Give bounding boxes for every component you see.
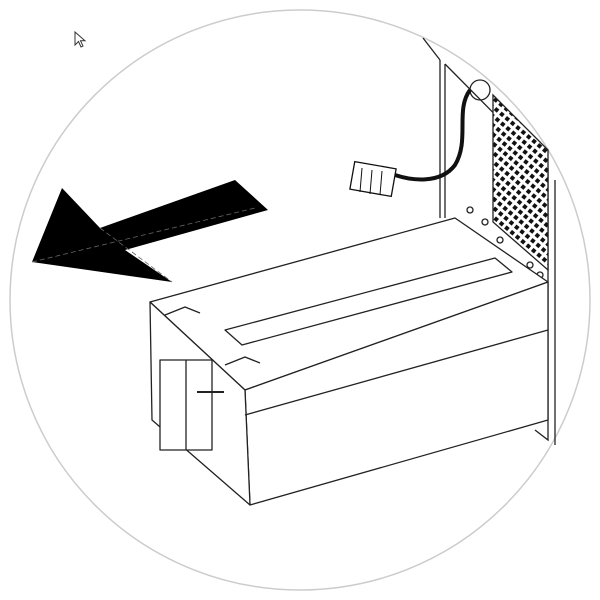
mouse-pointer-icon [74,31,87,48]
cabinet-wall [422,37,556,445]
battery-top-channel [224,257,513,346]
battery-module [149,217,549,506]
removal-arrow-icon [31,180,268,283]
vent-grille [492,93,549,272]
connector-cable [349,88,472,198]
